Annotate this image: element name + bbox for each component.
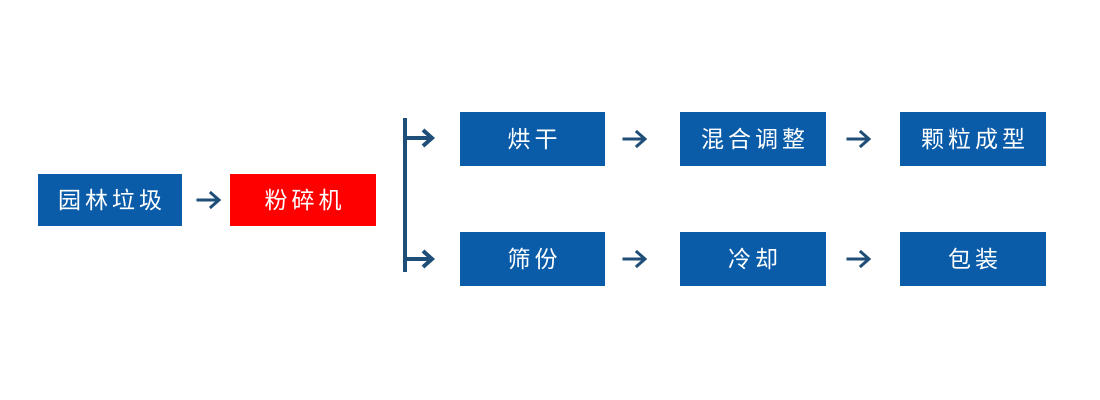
flow-node-label: 园林垃圾 [58, 186, 166, 213]
arrow-right-icon-input-to-crusher [196, 187, 226, 213]
flow-node-mixing[interactable]: 混合调整 [680, 112, 826, 166]
flow-node-pelleting[interactable]: 颗粒成型 [900, 112, 1046, 166]
split-branch-connector [398, 112, 448, 282]
arrow-right-icon-cooling-to-packaging [846, 246, 876, 272]
flow-node-crusher[interactable]: 粉碎机 [230, 174, 376, 226]
flow-node-screening[interactable]: 筛份 [460, 232, 605, 286]
flow-node-label: 烘干 [507, 125, 562, 152]
arrow-right-icon-screening-to-cooling [622, 246, 652, 272]
flow-node-packaging[interactable]: 包装 [900, 232, 1046, 286]
flow-node-label: 混合调整 [701, 125, 809, 152]
flow-node-input[interactable]: 园林垃圾 [38, 174, 182, 226]
flow-node-label: 粉碎机 [264, 186, 346, 213]
arrow-right-icon-drying-to-mixing [622, 126, 652, 152]
flow-node-drying[interactable]: 烘干 [460, 112, 605, 166]
flow-node-cooling[interactable]: 冷却 [680, 232, 826, 286]
flow-node-label: 筛份 [507, 245, 562, 272]
flow-node-label: 冷却 [728, 245, 782, 272]
flow-node-label: 颗粒成型 [921, 125, 1029, 152]
flow-node-label: 包装 [948, 245, 1002, 272]
arrow-right-icon-mixing-to-pelleting [846, 126, 876, 152]
